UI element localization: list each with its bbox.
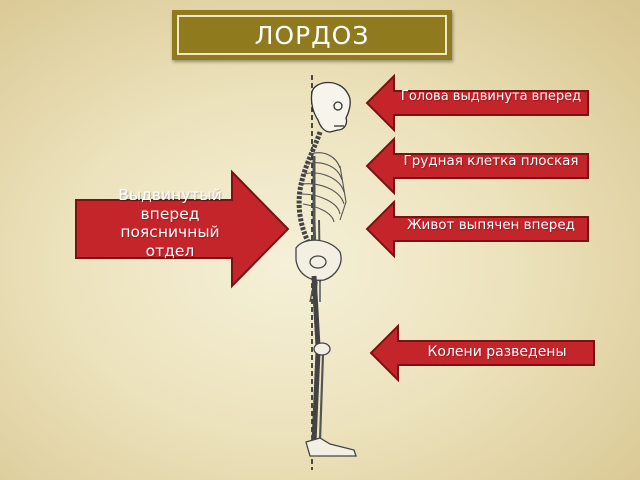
spine [296, 131, 323, 276]
title-banner: ЛОРДОЗ [172, 10, 452, 60]
label-chest: Грудная клетка плоская [403, 153, 579, 169]
label-belly: Живот выпячен вперед [407, 217, 575, 233]
arrow-head: Голова выдвинута вперед [365, 73, 590, 133]
leg-bones [311, 275, 321, 443]
knee [313, 342, 331, 356]
arrow-chest: Грудная клетка плоская [365, 136, 590, 196]
page-title: ЛОРДОЗ [254, 20, 370, 50]
arrow-knees: Колени разведены [369, 323, 596, 383]
label-knees: Колени разведены [427, 344, 567, 360]
rib-cage [301, 152, 347, 223]
pelvis [295, 239, 342, 281]
arrow-belly: Живот выпячен вперед [365, 199, 590, 259]
label-head: Голова выдвинута вперед [400, 89, 582, 104]
foot [305, 437, 357, 457]
skull [310, 81, 351, 133]
arrow-lumbar: Выдвинутый вперед поясничный отдел [74, 169, 290, 289]
skeleton-figure [295, 75, 357, 470]
label-lumbar: Выдвинутый вперед поясничный отдел [118, 186, 222, 260]
